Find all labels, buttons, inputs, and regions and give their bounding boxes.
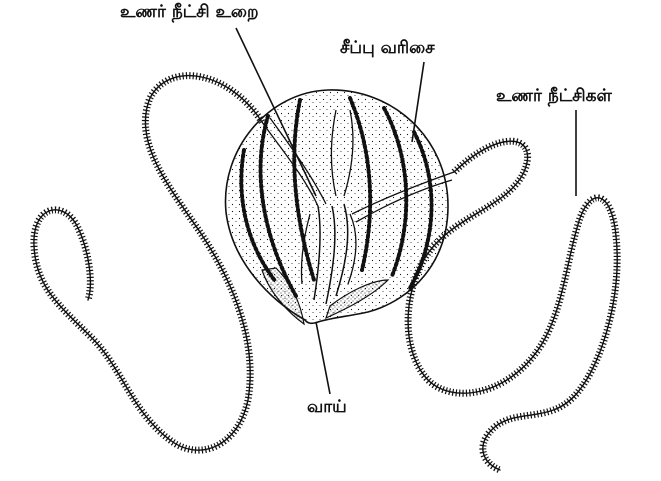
label-comb-rows: சீப்பு வரிசை [340,38,435,60]
label-tentacle-sheath: உணர் நீட்சி உறை [120,2,259,24]
leader-mouth [316,322,330,394]
left-tentacle [34,76,262,451]
label-mouth: வாய் [307,397,347,419]
label-tentacles: உணர் நீட்சிகள் [496,86,612,108]
